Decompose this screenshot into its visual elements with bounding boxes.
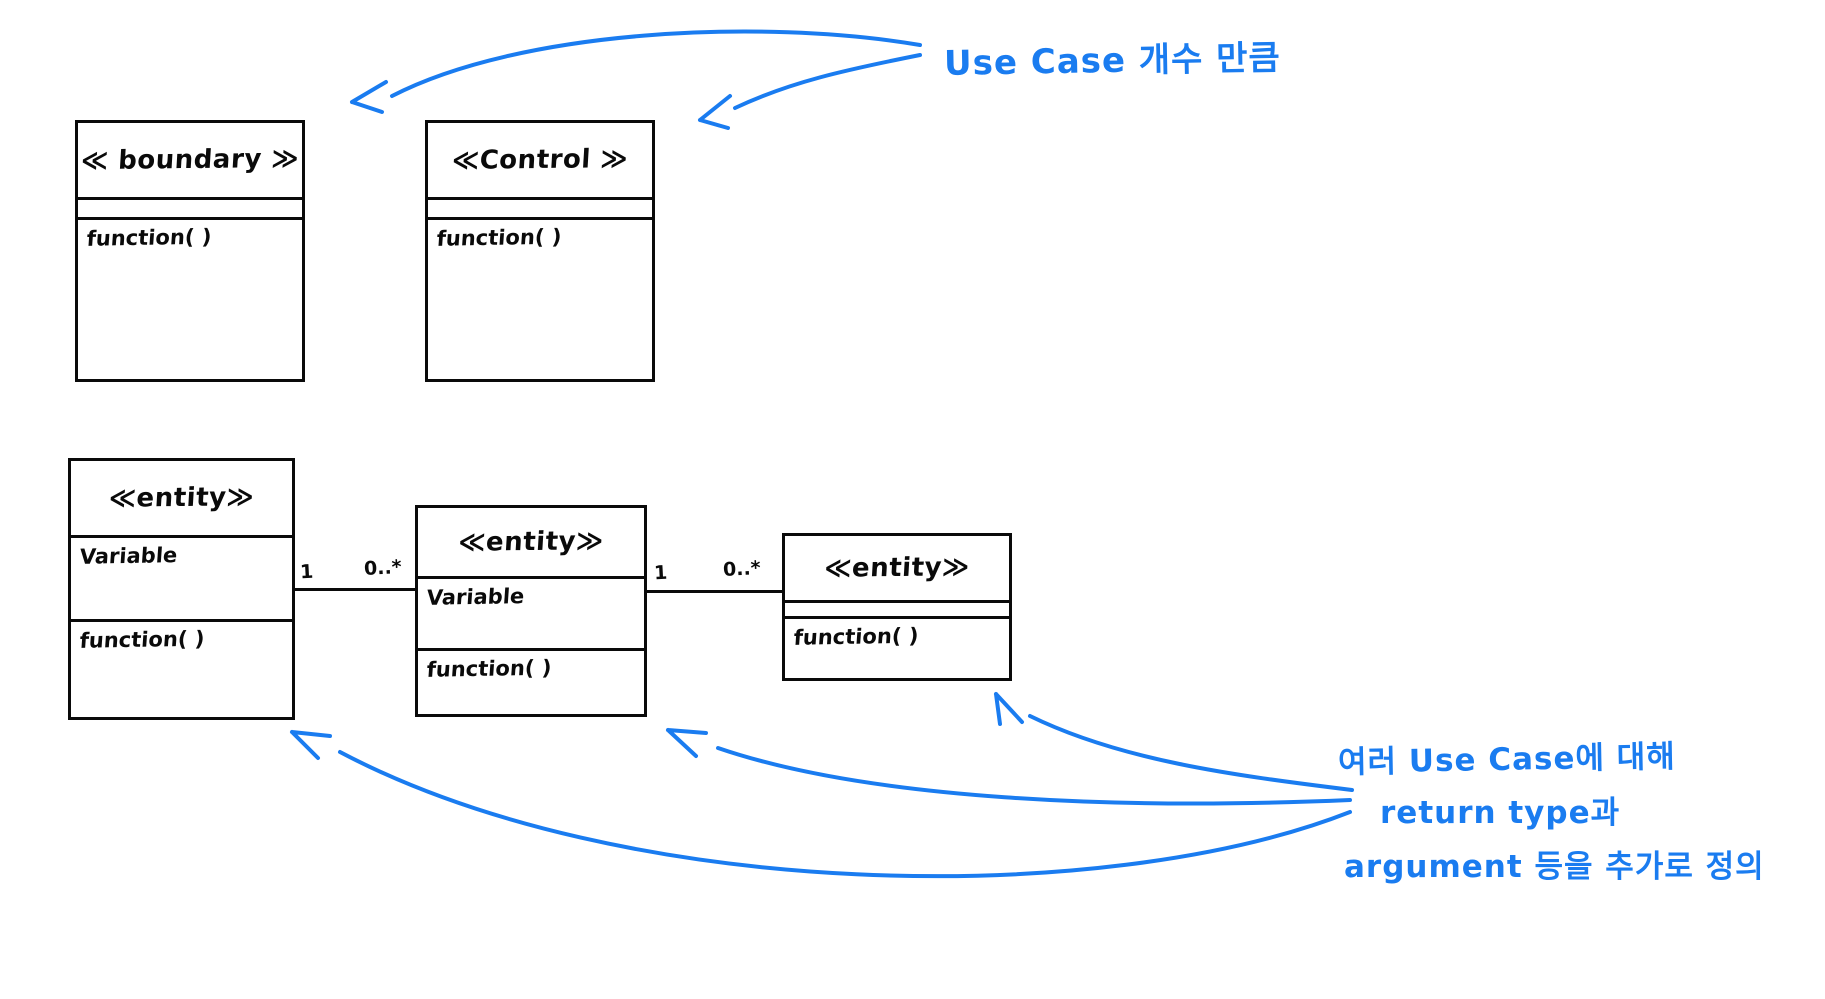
multiplicity-left-target: 0..* (363, 556, 403, 580)
annotation-return-type-line-3: argument 등을 추가로 정의 (1344, 849, 1765, 885)
class-entity-left-stereotype-compartment: ≪entity≫ (69, 460, 295, 536)
class-entity-left-operations-compartment: function( ) (71, 619, 292, 717)
class-entity-right-stereotype-label: ≪entity≫ (823, 552, 971, 584)
multiplicity-right-source: 1 (653, 561, 668, 585)
class-entity-left-attributes-label: Variable (78, 543, 179, 569)
class-entity-middle-stereotype-label: ≪entity≫ (457, 526, 605, 558)
class-entity-right-stereotype-compartment: ≪entity≫ (783, 535, 1011, 601)
association-line-left-middle (295, 588, 417, 591)
arrow-return-type-to-entity-middle (716, 746, 1352, 806)
annotation-return-type-block: 여러 Use Case에 대해 return type과 argument 등을… (1338, 732, 1765, 894)
arrow-head-entity-right (994, 692, 1024, 726)
class-entity-middle-attributes-label: Variable (425, 584, 526, 610)
class-entity-middle-stereotype-compartment: ≪entity≫ (416, 507, 646, 577)
class-boundary-stereotype-label: ≪ boundary ≫ (80, 143, 300, 177)
class-control-operations-label: function( ) (435, 224, 563, 251)
class-control-stereotype-label: ≪Control ≫ (451, 144, 629, 176)
arrow-use-case-count-to-control (733, 53, 922, 110)
multiplicity-left-source: 1 (299, 560, 314, 584)
class-control-stereotype-compartment: ≪Control ≫ (426, 122, 655, 198)
class-entity-left-operations-label: function( ) (78, 626, 206, 653)
arrow-return-type-to-entity-right (1028, 714, 1354, 792)
multiplicity-right-target: 0..* (722, 557, 762, 581)
class-entity-middle-attributes-compartment: Variable (418, 576, 644, 648)
class-control-attributes-label (428, 197, 652, 200)
arrow-head-entity-middle (666, 728, 708, 758)
class-boundary-operations-label: function( ) (85, 224, 213, 251)
class-boundary-attributes-compartment (78, 197, 302, 217)
class-boundary-attributes-label (78, 197, 302, 200)
class-entity-right-operations-label: function( ) (792, 623, 920, 650)
arrow-use-case-count-to-boundary (390, 29, 922, 98)
class-box-boundary[interactable]: ≪ boundary ≫ function( ) (75, 120, 305, 382)
class-entity-middle-operations-label: function( ) (425, 655, 553, 682)
arrow-head-control (698, 94, 732, 130)
class-control-operations-compartment: function( ) (428, 217, 652, 379)
arrow-head-entity-left (290, 730, 332, 760)
class-box-control[interactable]: ≪Control ≫ function( ) (425, 120, 655, 382)
class-entity-left-attributes-compartment: Variable (71, 535, 292, 619)
class-entity-right-attributes-label (785, 600, 1009, 603)
class-box-entity-right[interactable]: ≪entity≫ function( ) (782, 533, 1012, 681)
class-entity-right-operations-compartment: function( ) (785, 616, 1009, 678)
class-control-attributes-compartment (428, 197, 652, 217)
association-line-middle-right (646, 590, 784, 593)
annotation-return-type-line-2: return type과 (1380, 795, 1621, 831)
class-entity-right-attributes-compartment (785, 600, 1009, 616)
class-box-entity-middle[interactable]: ≪entity≫ Variable function( ) (415, 505, 647, 717)
class-boundary-operations-compartment: function( ) (78, 217, 302, 379)
class-box-entity-left[interactable]: ≪entity≫ Variable function( ) (68, 458, 295, 720)
class-entity-left-stereotype-label: ≪entity≫ (107, 482, 256, 514)
arrow-return-type-to-entity-left (338, 750, 1352, 879)
annotation-use-case-count: Use Case 개수 만큼 (943, 38, 1282, 84)
annotation-return-type-line-1: 여러 Use Case에 대해 (1337, 738, 1677, 781)
class-boundary-stereotype-compartment: ≪ boundary ≫ (76, 122, 305, 198)
arrow-head-boundary (350, 80, 388, 114)
class-entity-middle-operations-compartment: function( ) (418, 648, 644, 714)
